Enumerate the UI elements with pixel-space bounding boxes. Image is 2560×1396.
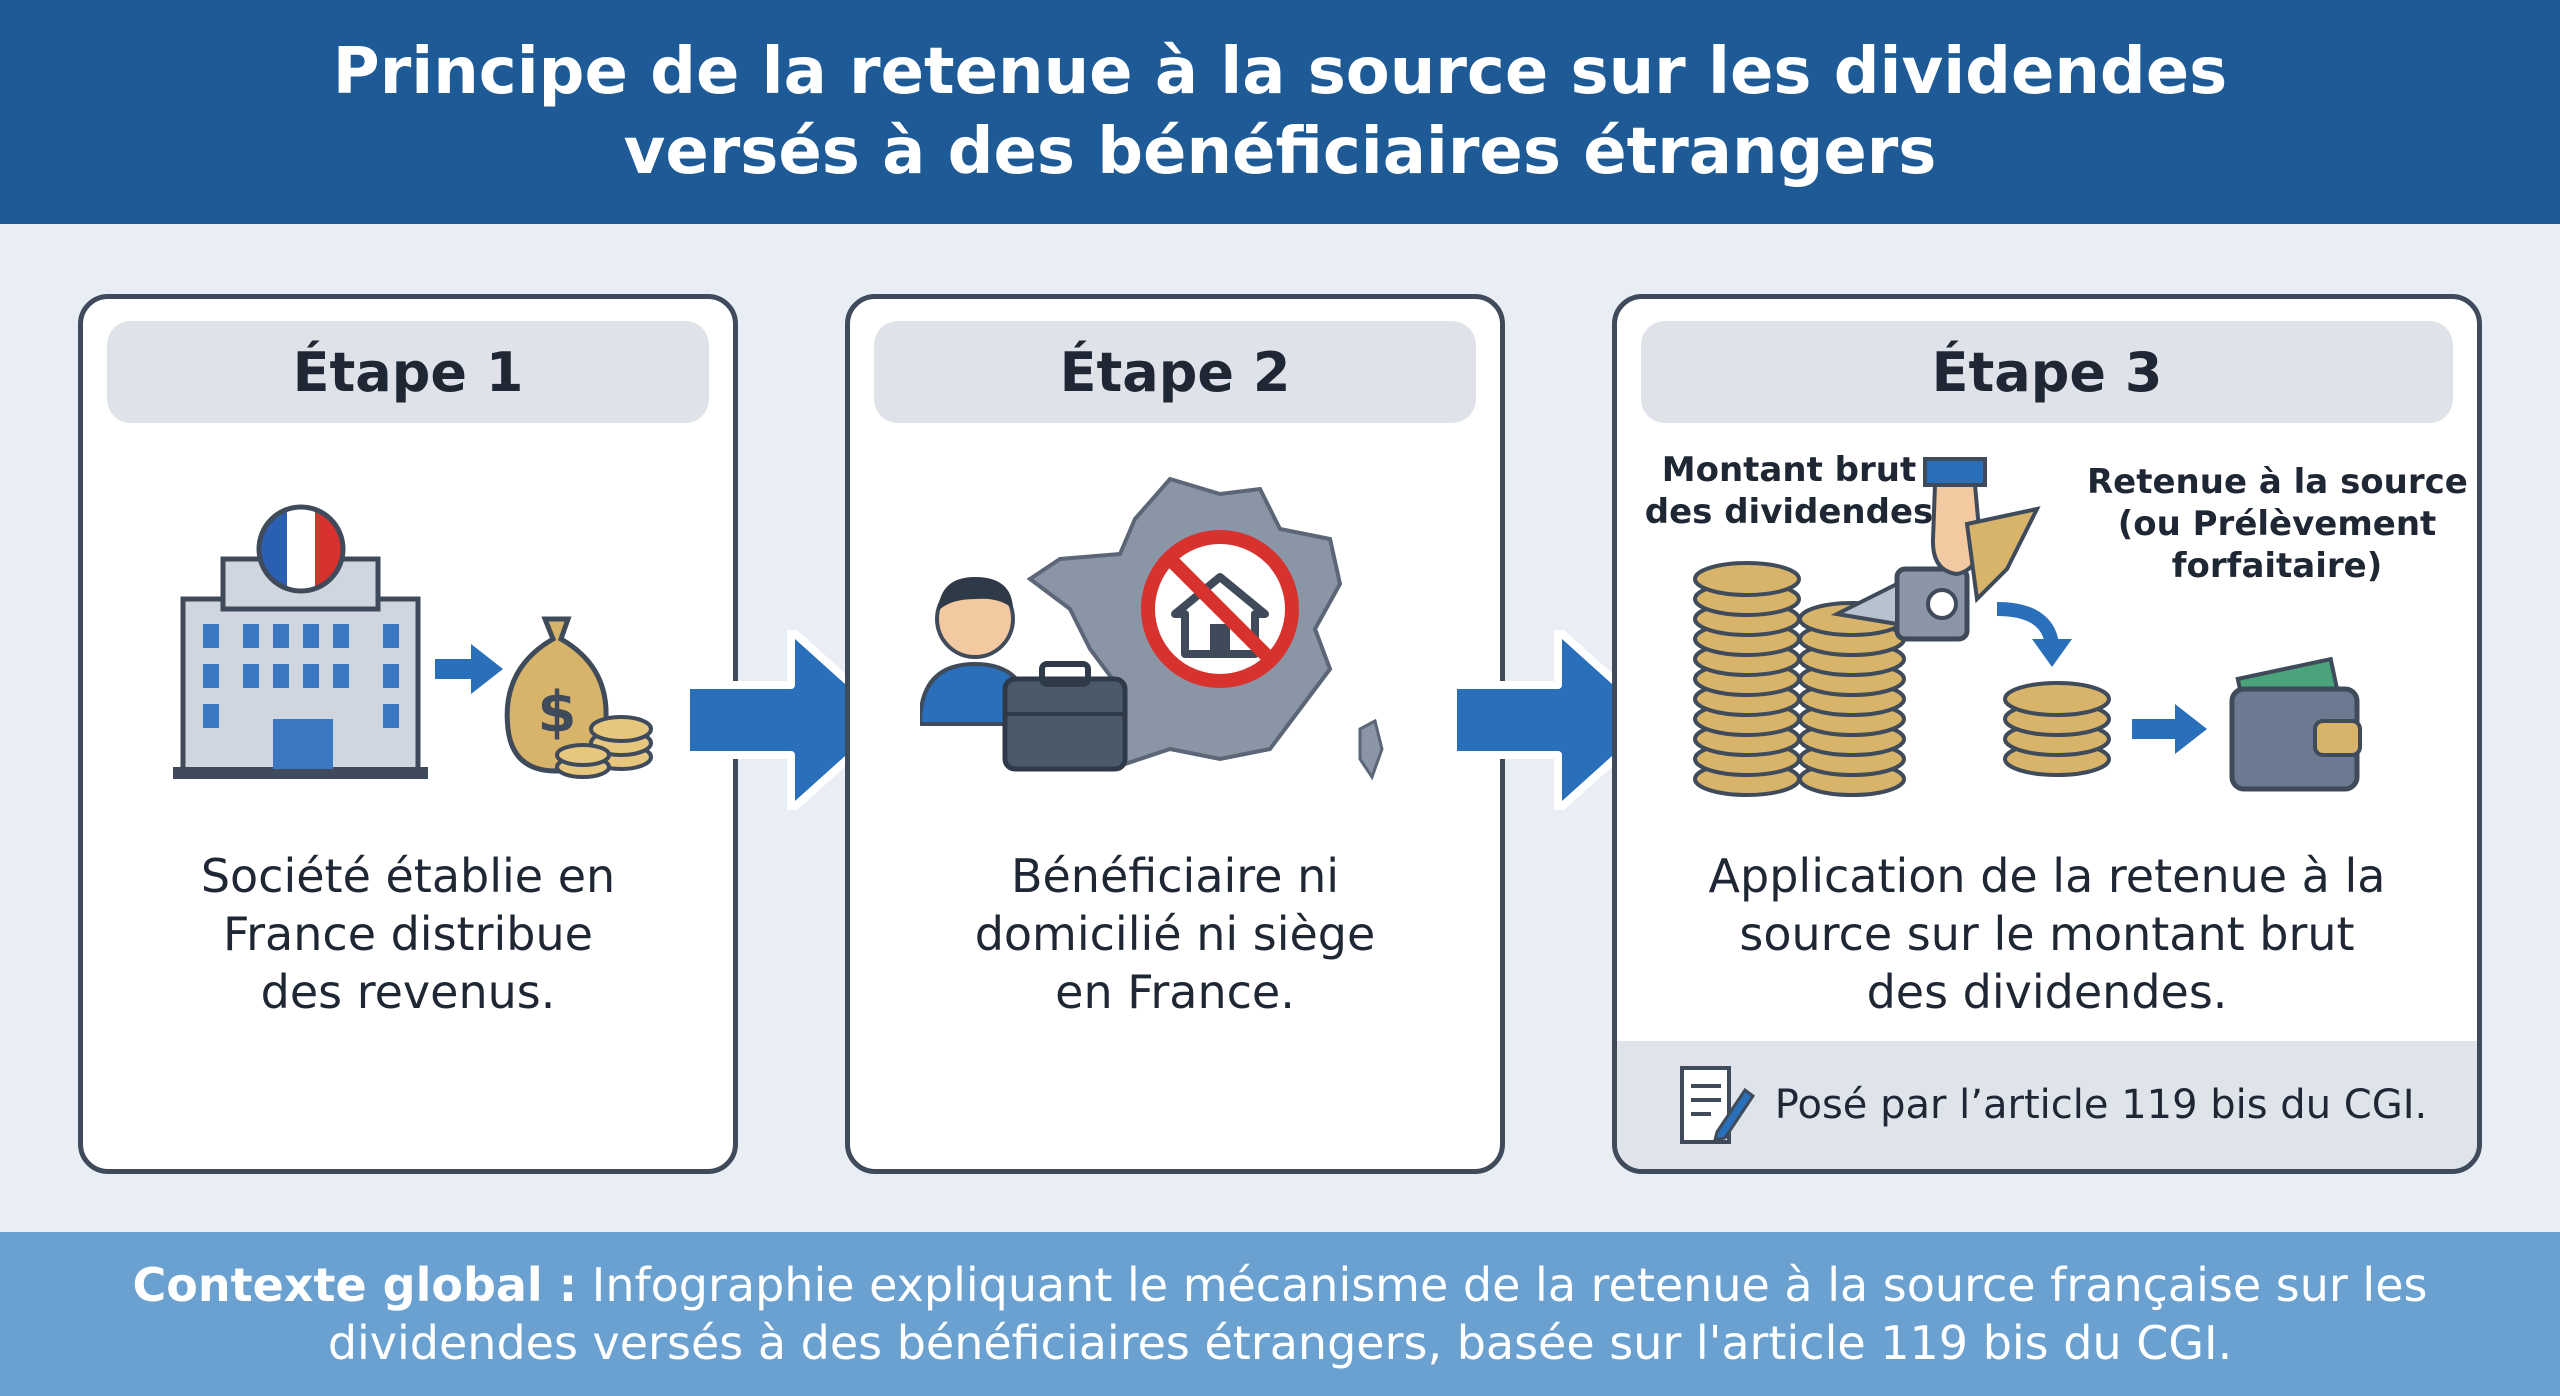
french-flag-icon [256, 504, 346, 594]
legal-reference-text: Posé par l’article 119 bis du CGI. [1774, 1082, 2428, 1128]
svg-text:$: $ [538, 680, 577, 745]
withholding-label: Retenue à la source (ou Prélèvement forf… [2087, 461, 2468, 587]
step-1-title: Étape 1 [107, 321, 709, 423]
page-header: Principe de la retenue à la source sur l… [0, 0, 2560, 224]
arrow-down-icon [1996, 602, 2072, 667]
coin-stack-icon [1693, 561, 1906, 797]
global-context-bar: Contexte global : Infographie expliquant… [0, 1232, 2560, 1396]
context-text-1: Infographie expliquant le mécanisme de l… [577, 1258, 2428, 1312]
step-1-line-3: des revenus. [260, 965, 556, 1019]
step-3-description: Application de la retenue à la source su… [1637, 847, 2457, 1021]
document-pen-icon [1679, 1066, 1755, 1144]
coins-icon [555, 715, 653, 779]
cutter-icon [1830, 566, 1970, 642]
context-label: Contexte global : [132, 1258, 578, 1312]
step-1-description: Société établie en France distribue des … [103, 847, 713, 1021]
step-3-line-2: source sur le montant brut [1739, 907, 2355, 961]
flow-arrow-2 [1453, 630, 1662, 810]
page-title-line-1: Principe de la retenue à la source sur l… [332, 35, 2228, 109]
gross-amount-label-line-2: des dividendes [1644, 492, 1934, 532]
small-coin-stack-icon [2003, 681, 2111, 777]
hand-icon [1923, 457, 2041, 604]
context-line-2: dividendes versés à des bénéficiaires ét… [327, 1316, 2233, 1370]
step-3-line-1: Application de la retenue à la [1708, 849, 2386, 903]
step-2-illustration [920, 476, 1384, 781]
step-1-panel: Étape 1 [78, 294, 738, 1174]
money-bag-icon: $ [504, 616, 609, 774]
arrow-right-icon [2132, 704, 2207, 754]
step-3-line-3: des dividendes. [1866, 965, 2228, 1019]
briefcase-icon [1002, 661, 1128, 772]
no-home-icon [1141, 530, 1299, 688]
gross-amount-label: Montant brut des dividendes [1639, 449, 1939, 533]
flow-arrow-1 [686, 630, 895, 810]
step-3-title: Étape 3 [1641, 321, 2453, 423]
withholding-label-line-2: (ou Prélèvement [2117, 504, 2437, 544]
withholding-label-line-3: forfaitaire) [2171, 546, 2383, 586]
context-line-1: Contexte global : Infographie expliquant… [133, 1256, 2428, 1314]
gross-amount-label-line-1: Montant brut [1661, 450, 1917, 490]
step-1-line-1: Société établie en [200, 849, 616, 903]
withholding-label-line-1: Retenue à la source [2087, 462, 2468, 502]
step-1-line-2: France distribue [223, 907, 593, 961]
step-2-line-3: en France. [1055, 965, 1295, 1019]
step-2-panel: Étape 2 Bénéficiaire ni domicilié ni siè… [845, 294, 1505, 1174]
legal-reference-bar: Posé par l’article 119 bis du CGI. [1617, 1041, 2477, 1169]
step-2-line-2: domicilié ni siège [974, 907, 1376, 961]
step-3-illustration [1693, 457, 2362, 797]
page-title-line-2: versés à des bénéficiaires étrangers [623, 115, 1937, 189]
step-2-line-1: Bénéficiaire ni [1010, 849, 1340, 903]
step-1-illustration: $ [173, 504, 653, 779]
arrow-right-icon [435, 644, 503, 694]
step-2-description: Bénéficiaire ni domicilié ni siège en Fr… [870, 847, 1480, 1021]
step-2-title: Étape 2 [874, 321, 1476, 423]
wallet-icon [2229, 656, 2362, 792]
step-3-panel: Étape 3 Montant brut des dividendes Rete… [1612, 294, 2482, 1174]
